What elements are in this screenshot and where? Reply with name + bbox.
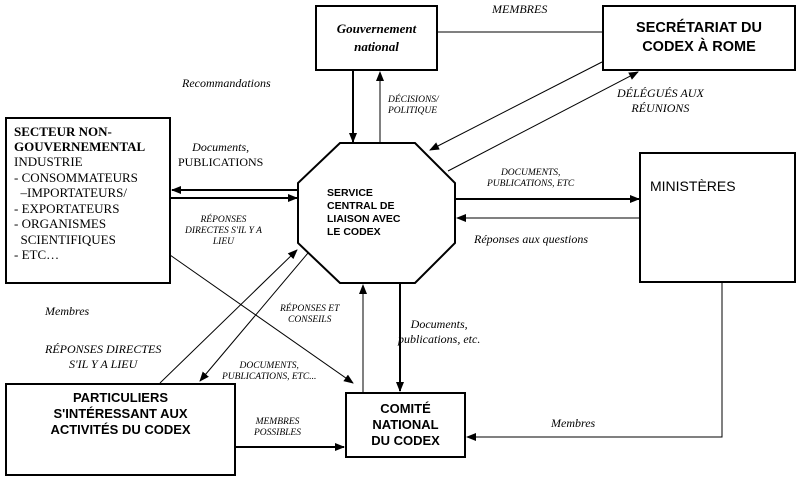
particuliers-line: ACTIVITÉS DU CODEX — [50, 422, 191, 437]
edge-secteur-to-comite — [169, 254, 354, 384]
particuliers-line: PARTICULIERS — [72, 390, 169, 405]
service-line: SERVICE — [327, 187, 373, 199]
label-line: LIEU — [212, 237, 235, 247]
comite-line: NATIONAL — [372, 417, 439, 432]
comite-line: DU CODEX — [371, 433, 440, 448]
label-line: PUBLICATIONS, ETC... — [222, 372, 317, 382]
label-decisions-politique: DÉCISIONS/ POLITIQUE — [388, 95, 439, 117]
label-line: MEMBRES — [255, 417, 300, 427]
edge-ministeres-to-comite — [466, 282, 723, 441]
secteur-item: - CONSOMMATEURS — [14, 169, 138, 185]
secteur-title-1: SECTEUR NON- — [14, 124, 112, 139]
comite-line: COMITÉ — [380, 401, 431, 416]
label-reponses-conseils: RÉPONSES ET CONSEILS — [280, 304, 339, 326]
label-line: DÉLÉGUÉS AUX — [617, 86, 704, 100]
label-documents-right: DOCUMENTS, PUBLICATIONS, ETC — [487, 168, 574, 190]
label-line: CONSEILS — [288, 315, 332, 325]
node-service-central-liaison: SERVICE CENTRAL DE LIAISON AVEC LE CODEX — [327, 187, 447, 239]
label-documents-bottom: DOCUMENTS, PUBLICATIONS, ETC... — [222, 361, 316, 383]
label-line: RÉPONSES ET — [280, 304, 340, 314]
label-line: S'IL Y A LIEU — [69, 357, 138, 371]
secteur-item: - ORGANISMES — [14, 216, 107, 231]
secteur-title-2: GOUVERNEMENTAL — [14, 139, 146, 154]
secretariat-line-1: SECRÉTARIAT DU — [636, 20, 762, 36]
label-line: RÉPONSES DIRECTES — [45, 342, 162, 356]
label-line: POSSIBLES — [254, 428, 301, 438]
node-secteur-non-gouvernemental: SECTEUR NON- GOUVERNEMENTAL INDUSTRIE - … — [5, 117, 171, 284]
label-line: RÉPONSES — [200, 215, 247, 225]
edge-particuliers-to-service — [159, 249, 298, 384]
label-documents-comite: Documents, publications, etc. — [398, 317, 480, 347]
label-membres-left: Membres — [45, 304, 90, 318]
label-delegues-reunions: DÉLÉGUÉS AUX RÉUNIONS — [617, 86, 704, 116]
label-line: DIRECTES S'IL Y A — [185, 226, 262, 236]
edge-secretariat-to-service — [429, 61, 603, 151]
secteur-item: SCIENTIFIQUES — [14, 231, 116, 247]
gouvernement-line-2: national — [354, 39, 399, 54]
secretariat-line-2: CODEX À ROME — [642, 39, 756, 55]
secteur-item: –IMPORTATEURS/ — [14, 185, 128, 200]
node-secretariat-codex-rome: SECRÉTARIAT DU CODEX À ROME — [602, 5, 796, 71]
label-line: POLITIQUE — [388, 106, 438, 116]
label-membres-possibles: MEMBRES POSSIBLES — [254, 417, 301, 439]
label-reponses-questions: Réponses aux questions — [474, 232, 588, 246]
label-line: PUBLICATIONS — [178, 155, 264, 169]
label-reponses-directes-left: RÉPONSES DIRECTES S'IL Y A LIEU — [185, 215, 262, 248]
secteur-item: - EXPORTATEURS — [14, 200, 120, 216]
label-line: PUBLICATIONS, ETC — [487, 179, 575, 189]
label-line: DOCUMENTS, — [500, 168, 561, 178]
label-line: DOCUMENTS, — [239, 361, 299, 371]
label-line: Documents, — [192, 140, 250, 154]
label-line: Documents, — [410, 317, 468, 331]
service-line: LIAISON AVEC — [327, 213, 401, 225]
edge-service-to-secretariat — [447, 71, 639, 172]
ministeres-label: MINISTÈRES — [650, 178, 736, 194]
secteur-item: INDUSTRIE — [14, 154, 83, 169]
node-ministeres: MINISTÈRES — [639, 152, 796, 283]
node-gouvernement-national: Gouvernement national — [315, 5, 438, 71]
label-membres-right: Membres — [551, 416, 596, 430]
particuliers-line: S'INTÉRESSANT AUX — [53, 406, 188, 421]
label-membres-top: MEMBRES — [492, 2, 548, 16]
service-line: LE CODEX — [327, 226, 381, 238]
label-recommandations: Recommandations — [182, 76, 271, 90]
label-documents-publications-left: Documents, PUBLICATIONS — [178, 140, 263, 170]
label-line: RÉUNIONS — [631, 101, 690, 115]
node-particuliers: PARTICULIERS S'INTÉRESSANT AUX ACTIVITÉS… — [5, 383, 236, 476]
service-line: CENTRAL DE — [327, 200, 395, 212]
gouvernement-line-1: Gouvernement — [336, 21, 417, 36]
node-comite-national: COMITÉ NATIONAL DU CODEX — [345, 392, 466, 458]
service-central-octagon — [297, 142, 456, 284]
label-line: DÉCISIONS/ — [388, 95, 439, 105]
label-reponses-directes-bottom: RÉPONSES DIRECTES S'IL Y A LIEU — [45, 342, 161, 372]
label-line: publications, etc. — [398, 332, 481, 346]
secteur-item: - ETC… — [14, 247, 60, 262]
edge-service-to-particuliers — [199, 252, 309, 382]
